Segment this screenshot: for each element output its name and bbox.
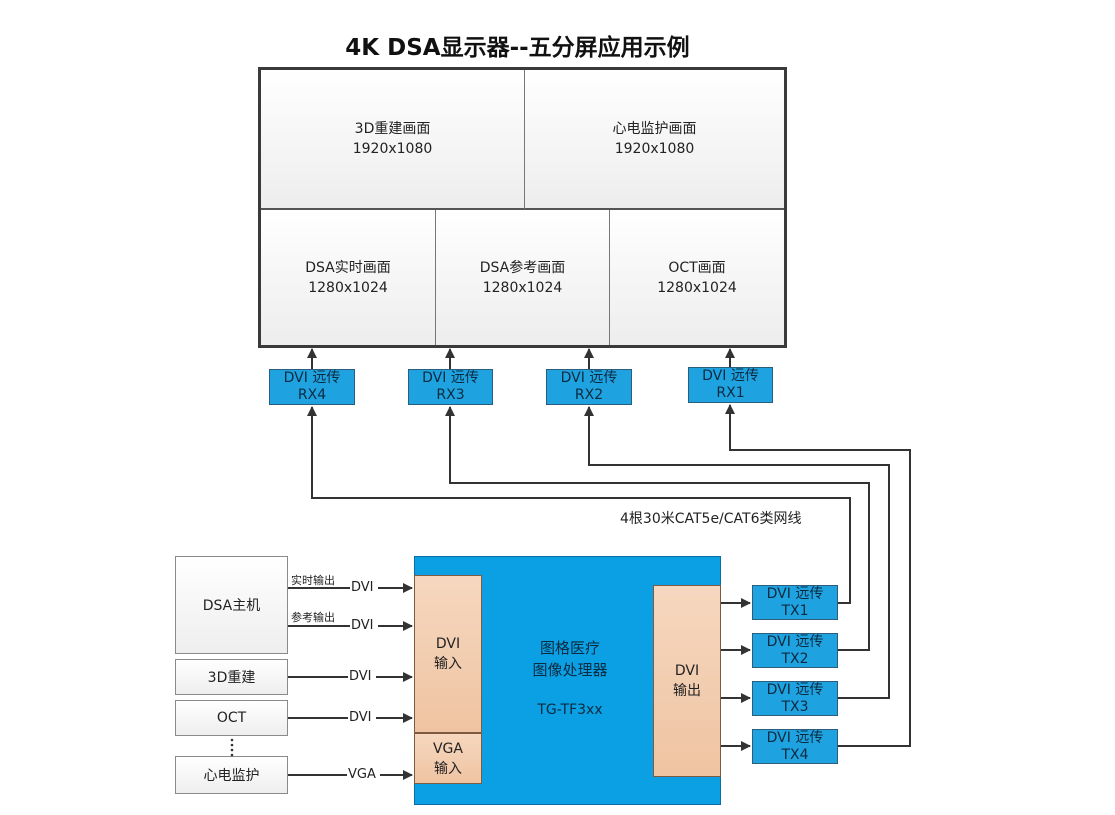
pane-resolution: 1280x1024 bbox=[482, 279, 563, 296]
pane-resolution: 1280x1024 bbox=[308, 279, 388, 296]
transmitter-label: DVI 远传 bbox=[766, 585, 824, 602]
transmitter-tx4: DVI 远传 TX4 bbox=[752, 729, 838, 764]
receiver-rx4: DVI 远传 RX4 bbox=[269, 369, 355, 405]
dvi-label-2: DVI bbox=[351, 618, 374, 633]
receiver-label: DVI 远传 bbox=[422, 370, 479, 386]
transmitter-label: DVI 远传 bbox=[766, 681, 824, 698]
receiver-id: RX3 bbox=[436, 387, 465, 403]
pane-name: 3D重建画面 bbox=[354, 121, 431, 137]
oct-box: OCT bbox=[175, 700, 288, 736]
port-label: DVI bbox=[435, 636, 461, 652]
cable-tx2-rx3 bbox=[445, 406, 870, 651]
pane-name: 心电监护画面 bbox=[612, 121, 697, 137]
transmitter-tx3: DVI 远传 TX3 bbox=[752, 681, 838, 716]
cable-tx4-rx1 bbox=[725, 404, 911, 747]
processor-name-line2: 图像处理器 bbox=[532, 661, 608, 679]
diagram-title: 4K DSA显示器--五分屏应用示例 bbox=[345, 35, 690, 61]
pane-resolution: 1920x1080 bbox=[614, 141, 695, 157]
receiver-id: RX4 bbox=[297, 387, 327, 403]
dvi-label-3: DVI bbox=[349, 669, 372, 684]
pane-resolution: 1920x1080 bbox=[352, 141, 433, 157]
pane-name: OCT画面 bbox=[668, 259, 726, 276]
pane-ecg-monitoring: 心电监护画面 1920x1080 bbox=[525, 70, 784, 210]
processor-name-line1: 图格医疗 bbox=[539, 639, 600, 657]
dvi-label-4: DVI bbox=[349, 710, 372, 725]
pane-resolution: 1280x1024 bbox=[657, 279, 737, 296]
port-label: DVI bbox=[674, 663, 700, 679]
processor-name: 图格医疗 图像处理器 bbox=[490, 637, 650, 681]
transmitter-tx2: DVI 远传 TX2 bbox=[752, 633, 838, 668]
port-label: VGA bbox=[432, 740, 463, 757]
dsa-host-box: DSA主机 bbox=[175, 556, 288, 654]
pane-3d-reconstruction: 3D重建画面 1920x1080 bbox=[261, 70, 525, 210]
transmitter-id: TX4 bbox=[781, 746, 809, 763]
dvi-label-1: DVI bbox=[351, 580, 374, 595]
ellipsis-dots bbox=[230, 738, 234, 757]
transmitter-id: TX1 bbox=[781, 602, 809, 619]
receiver-label: DVI 远传 bbox=[283, 370, 341, 386]
pane-name: DSA参考画面 bbox=[479, 259, 566, 276]
vga-input-port: VGA 输入 bbox=[414, 733, 482, 784]
transmitter-tx1: DVI 远传 TX1 bbox=[752, 585, 838, 620]
recon3d-box: 3D重建 bbox=[175, 659, 288, 695]
cable-tx3-rx2 bbox=[584, 406, 890, 699]
reference-output-label: 参考输出 bbox=[291, 611, 335, 624]
receiver-id: RX1 bbox=[716, 385, 745, 401]
port-label: 输入 bbox=[434, 760, 462, 777]
transmitter-id: TX2 bbox=[781, 650, 809, 667]
transmitter-label: DVI 远传 bbox=[766, 729, 824, 746]
dvi-input-port: DVI 输入 bbox=[414, 575, 482, 733]
port-label: 输入 bbox=[434, 656, 462, 672]
processor-model: TG-TF3xx bbox=[537, 702, 603, 718]
receiver-id: RX2 bbox=[574, 387, 604, 403]
ecg-box: 心电监护 bbox=[175, 756, 288, 794]
pane-dsa-realtime: DSA实时画面 1280x1024 bbox=[261, 210, 436, 345]
dvi-output-port: DVI 输出 bbox=[653, 585, 721, 777]
port-label: 输出 bbox=[673, 683, 701, 699]
transmitter-id: TX3 bbox=[781, 698, 809, 715]
receiver-rx3: DVI 远传 RX3 bbox=[408, 369, 493, 405]
vga-label: VGA bbox=[348, 767, 376, 782]
receiver-label: DVI 远传 bbox=[560, 370, 618, 386]
dsa-monitor: 3D重建画面 1920x1080 心电监护画面 1920x1080 DSA实时画… bbox=[258, 67, 787, 348]
transmitter-label: DVI 远传 bbox=[766, 633, 824, 650]
receiver-label: DVI 远传 bbox=[702, 368, 759, 384]
receiver-rx2: DVI 远传 RX2 bbox=[546, 369, 632, 405]
cable-tx1-rx4 bbox=[307, 406, 851, 604]
pane-oct: OCT画面 1280x1024 bbox=[610, 210, 784, 345]
cable-label: 4根30米CAT5e/CAT6类网线 bbox=[620, 511, 802, 527]
realtime-output-label: 实时输出 bbox=[291, 574, 335, 587]
receiver-rx1: DVI 远传 RX1 bbox=[688, 367, 773, 403]
pane-name: DSA实时画面 bbox=[305, 259, 391, 276]
pane-dsa-reference: DSA参考画面 1280x1024 bbox=[436, 210, 610, 345]
